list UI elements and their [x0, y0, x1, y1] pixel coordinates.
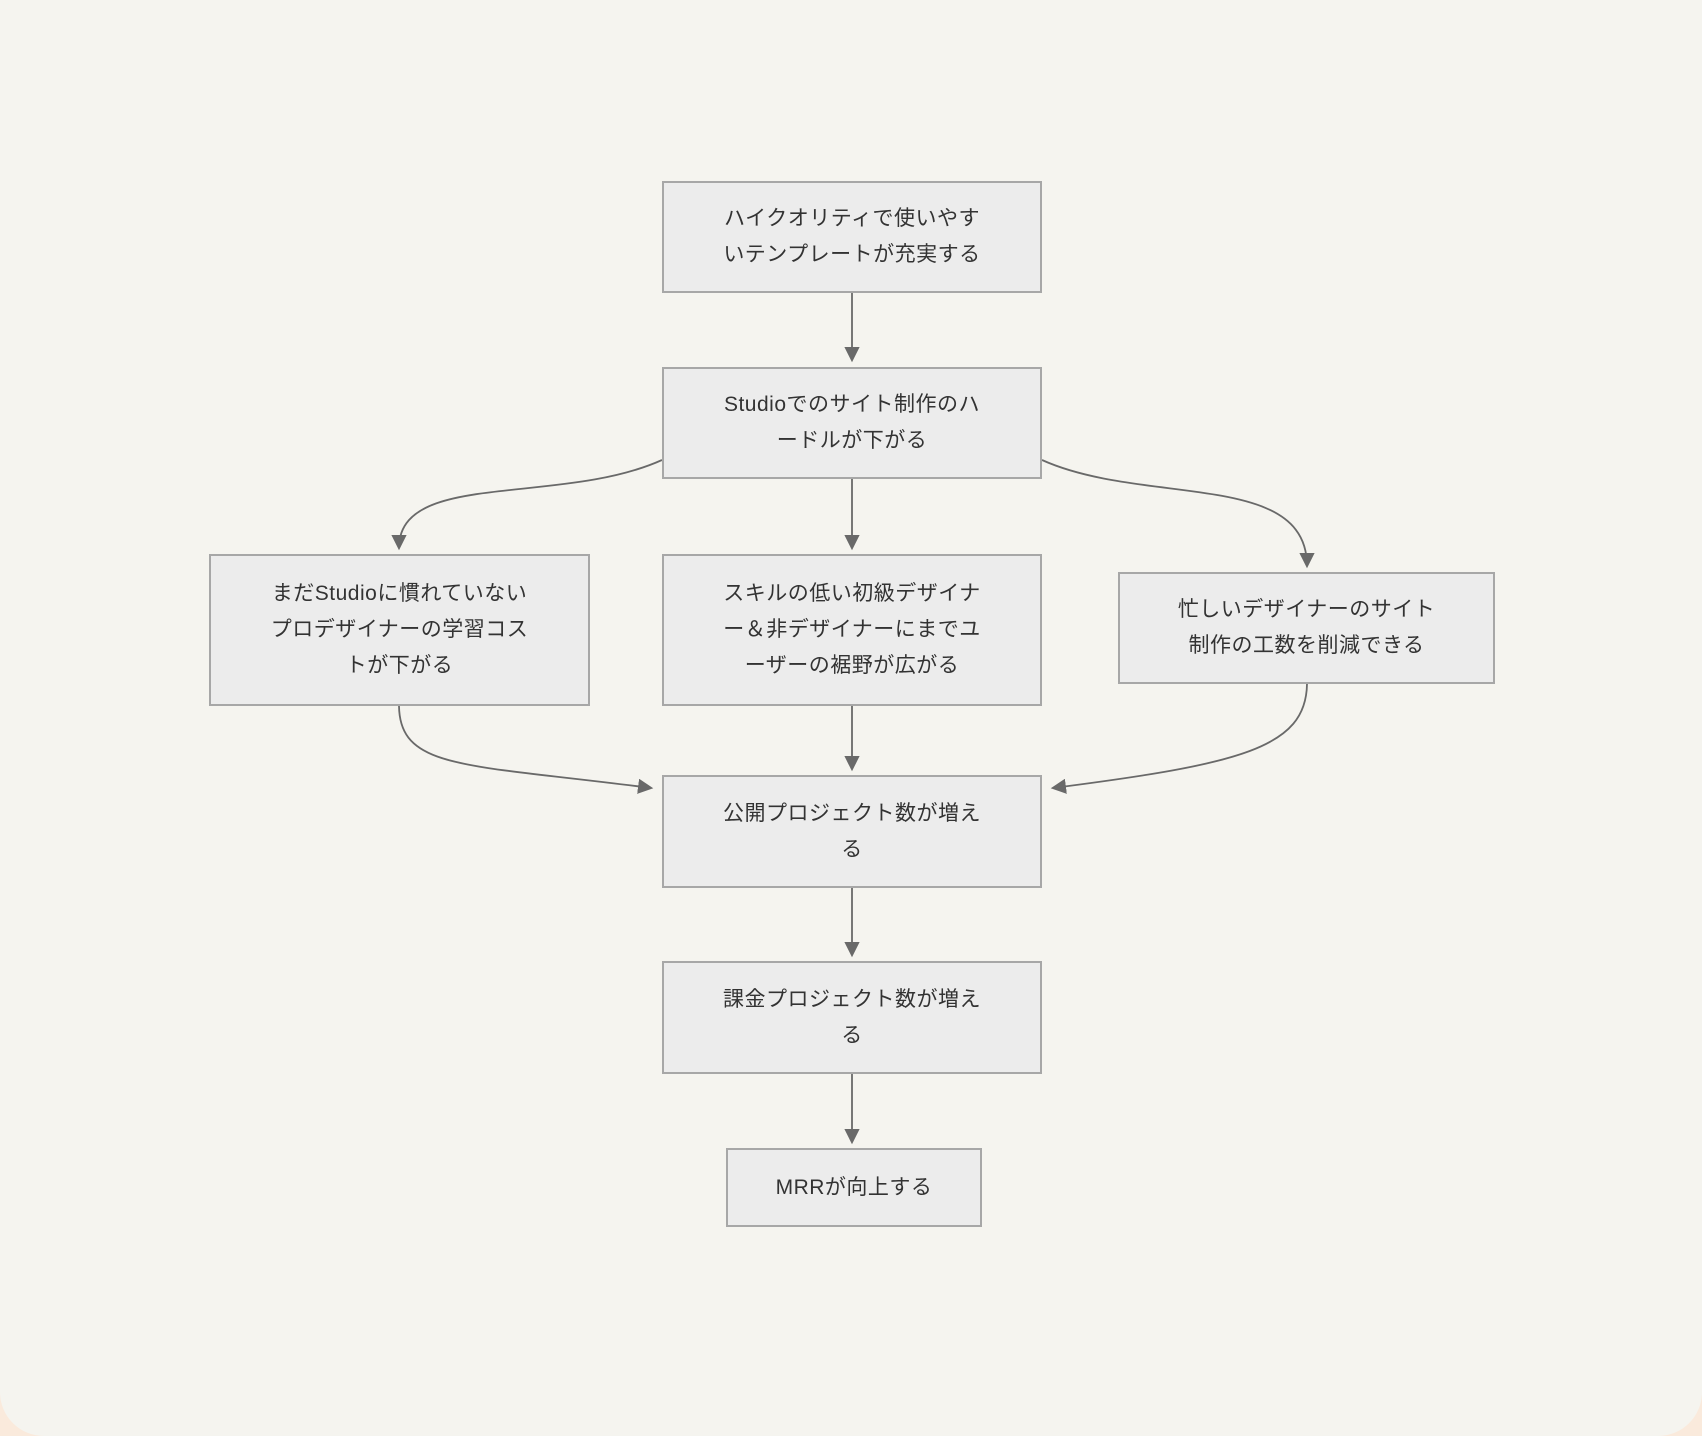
node-user-base: スキルの低い初級デザイナ ー＆非デザイナーにまでユ ーザーの裾野が広がる: [662, 554, 1042, 706]
node-label-workload: 忙しいデザイナーのサイト 制作の工数を削減できる: [1177, 598, 1436, 657]
node-label-templates: ハイクオリティで使いやす いテンプレートが充実する: [723, 207, 981, 266]
node-label-mrr: MRRが向上する: [775, 1175, 933, 1199]
edge-learning-cost-to-published-projects: [398, 705, 654, 794]
node-mrr: MRRが向上する: [726, 1148, 982, 1227]
node-paid-projects: 課金プロジェクト数が増え る: [662, 961, 1042, 1074]
node-learning-cost: まだStudioに慣れていない プロデザイナーの学習コス トが下がる: [209, 554, 590, 706]
edge-workload-to-published-projects: [1050, 683, 1308, 794]
node-label-learning-cost: まだStudioに慣れていない プロデザイナーの学習コス トが下がる: [270, 582, 529, 677]
node-published-projects: 公開プロジェクト数が増え る: [662, 775, 1042, 888]
edge-hurdle-to-learning-cost: [391, 459, 663, 551]
node-label-hurdle: Studioでのサイト制作のハ ードルが下がる: [723, 393, 981, 452]
node-label-published-projects: 公開プロジェクト数が増え る: [723, 801, 981, 861]
node-workload: 忙しいデザイナーのサイト 制作の工数を削減できる: [1118, 572, 1495, 684]
node-hurdle: Studioでのサイト制作のハ ードルが下がる: [662, 367, 1042, 479]
edge-hurdle-to-workload: [1041, 459, 1315, 569]
node-templates: ハイクオリティで使いやす いテンプレートが充実する: [662, 181, 1042, 293]
node-label-user-base: スキルの低い初級デザイナ ー＆非デザイナーにまでユ ーザーの裾野が広がる: [723, 582, 981, 677]
node-label-paid-projects: 課金プロジェクト数が増え る: [723, 987, 981, 1047]
